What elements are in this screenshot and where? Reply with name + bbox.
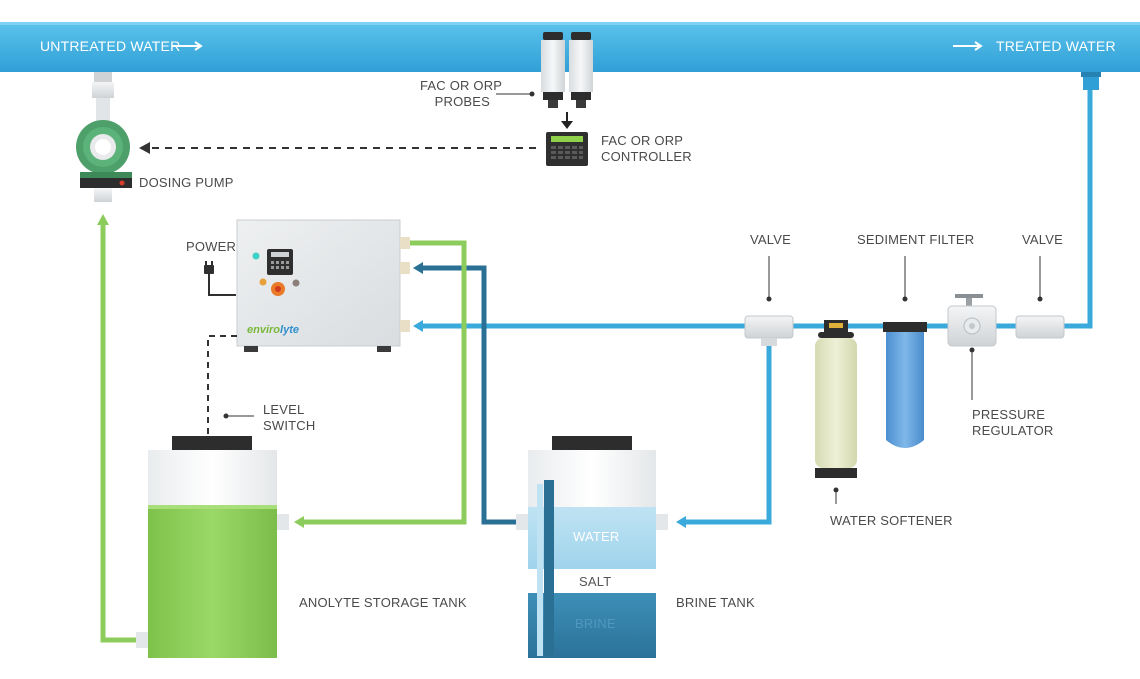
probes-leader: [496, 91, 535, 97]
pressure-regulator-label-line2: REGULATOR: [972, 423, 1054, 438]
power-label: POWER: [186, 239, 237, 254]
controller-unit: [546, 132, 588, 166]
level-switch-line: [207, 335, 254, 438]
controller-label-line2: CONTROLLER: [601, 149, 692, 164]
brine-fill-arrow: [676, 516, 686, 528]
brine-layer-water: WATER: [573, 529, 620, 544]
anolyte-dosing-arrow: [97, 214, 109, 225]
anolyte-dosing-line: [100, 224, 148, 643]
envirolyte-logo: envirolyte: [247, 324, 299, 336]
brine-fill-line: [682, 343, 772, 525]
level-switch-label-line1: LEVEL: [263, 402, 305, 417]
treated-water-label: TREATED WATER: [996, 38, 1116, 54]
controller-label-line1: FAC OR ORP: [601, 133, 684, 148]
valve-left-leader: [766, 256, 772, 302]
brine-feed-arrow: [413, 262, 423, 274]
anolyte-out-line: [300, 240, 467, 525]
pressure-regulator-label-line1: PRESSURE: [972, 407, 1046, 422]
fac-orp-probes: [541, 32, 593, 108]
pipeline-flow-arrow-left: [172, 41, 203, 51]
anolyte-out-arrow: [294, 516, 304, 528]
valve-right-label: VALVE: [1022, 232, 1063, 247]
pressure-regulator: [947, 294, 997, 347]
cell-inlet-arrow: [413, 320, 423, 332]
brine-feed-line: [420, 265, 545, 525]
dosing-pump: [76, 72, 132, 202]
brine-tank-label: BRINE TANK: [676, 595, 755, 610]
level-switch-label-line2: SWITCH: [263, 418, 316, 433]
power-plug-icon: [204, 261, 236, 296]
pressure-regulator-leader: [969, 347, 975, 400]
svg-text:envirolyte: envirolyte: [247, 324, 299, 336]
water-softener: [815, 320, 857, 478]
control-signal-line: [139, 142, 536, 154]
valve-left-label: VALVE: [750, 232, 791, 247]
softened-water-line: [420, 90, 1093, 329]
dosing-pump-label: DOSING PUMP: [139, 175, 234, 190]
brine-layer-brine: BRINE: [575, 616, 616, 631]
pipeline-flow-arrow-right: [953, 41, 983, 51]
valve-left: [744, 315, 794, 346]
anolyte-storage-tank-label: ANOLYTE STORAGE TANK: [299, 595, 467, 610]
outlet-pipe: [1081, 72, 1101, 90]
probes-label-line1: FAC OR ORP: [420, 78, 503, 93]
anolyte-storage-tank: [136, 436, 289, 658]
sediment-filter-label: SEDIMENT FILTER: [857, 232, 975, 247]
sediment-filter: [883, 322, 927, 448]
brine-layer-salt: SALT: [579, 574, 612, 589]
untreated-water-label: UNTREATED WATER: [40, 38, 181, 54]
envirolyte-cell: [236, 219, 410, 352]
probe-to-controller-arrow: [561, 112, 573, 129]
water-softener-leader: [833, 487, 839, 504]
sediment-filter-leader: [902, 256, 908, 302]
brine-tank: [516, 436, 668, 658]
valve-right-leader: [1037, 256, 1043, 302]
water-softener-label: WATER SOFTENER: [830, 513, 953, 528]
valve-right: [1015, 315, 1065, 339]
probes-label-line2: PROBES: [434, 94, 490, 109]
